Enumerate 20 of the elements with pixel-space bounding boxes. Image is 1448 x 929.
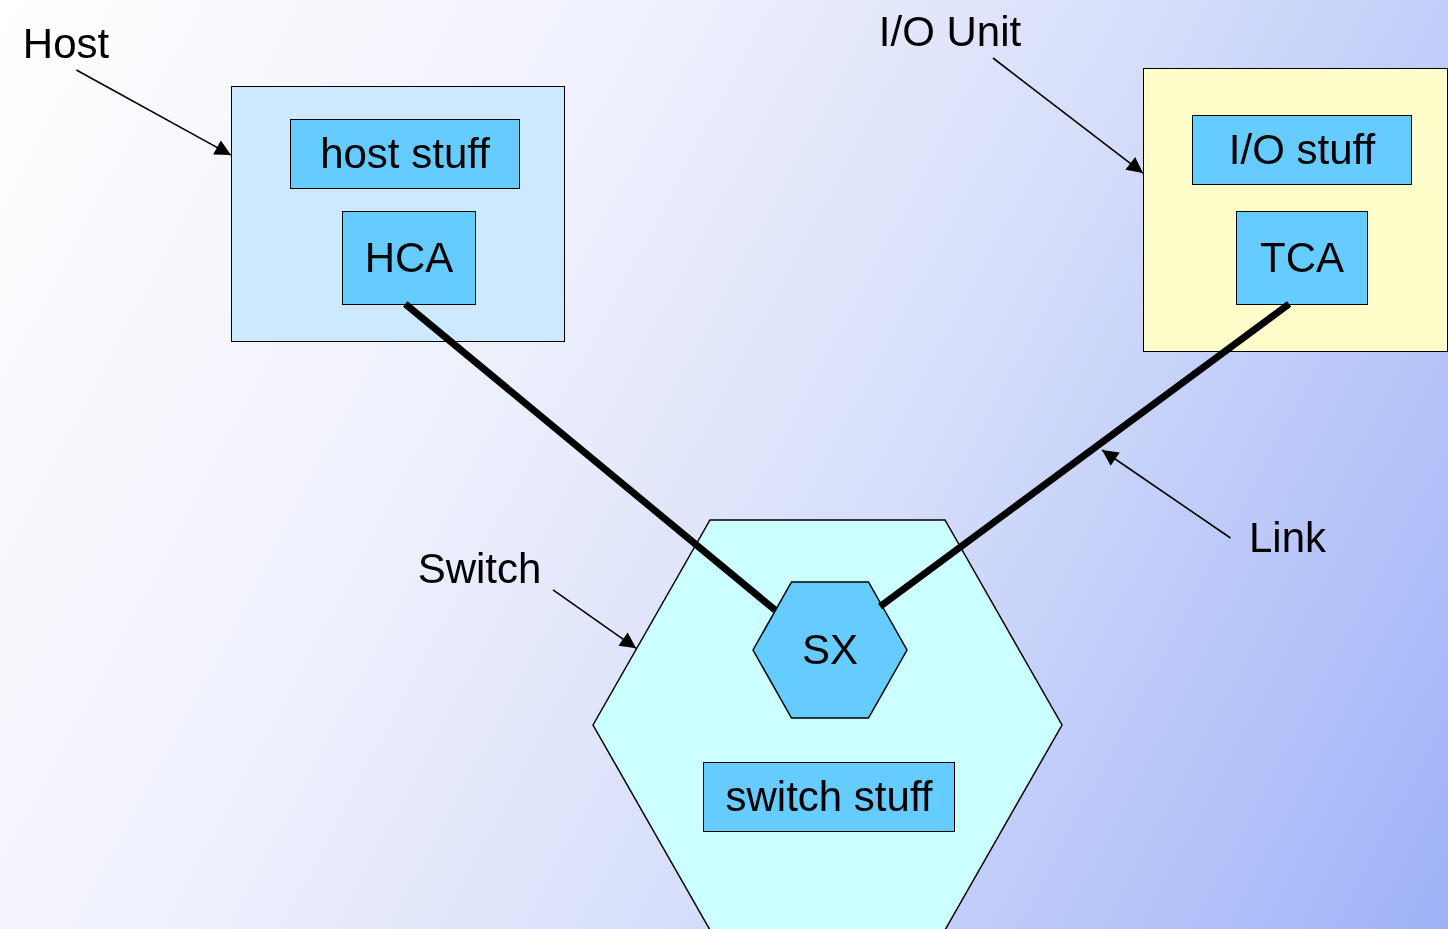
component-box: TCA <box>1236 211 1368 305</box>
unit-box <box>1143 68 1448 352</box>
link-line <box>403 301 778 613</box>
leader-line <box>552 589 637 650</box>
leader-line <box>75 69 232 156</box>
node-label: Switch <box>406 543 553 595</box>
hexagon-shape <box>753 582 907 718</box>
leader-line <box>992 57 1144 174</box>
node-label: Host <box>14 18 118 70</box>
node-label: SX <box>802 626 858 674</box>
node-label: I/O Unit <box>864 6 1036 58</box>
component-box: I/O stuff <box>1192 115 1412 185</box>
link-line <box>877 301 1292 610</box>
switch-hexagon <box>593 520 1062 929</box>
component-box: host stuff <box>290 119 520 189</box>
component-box: HCA <box>342 211 476 305</box>
node-label: Link <box>1240 512 1335 564</box>
unit-box <box>231 86 565 342</box>
leader-line <box>1101 449 1232 539</box>
component-box: switch stuff <box>703 762 955 832</box>
